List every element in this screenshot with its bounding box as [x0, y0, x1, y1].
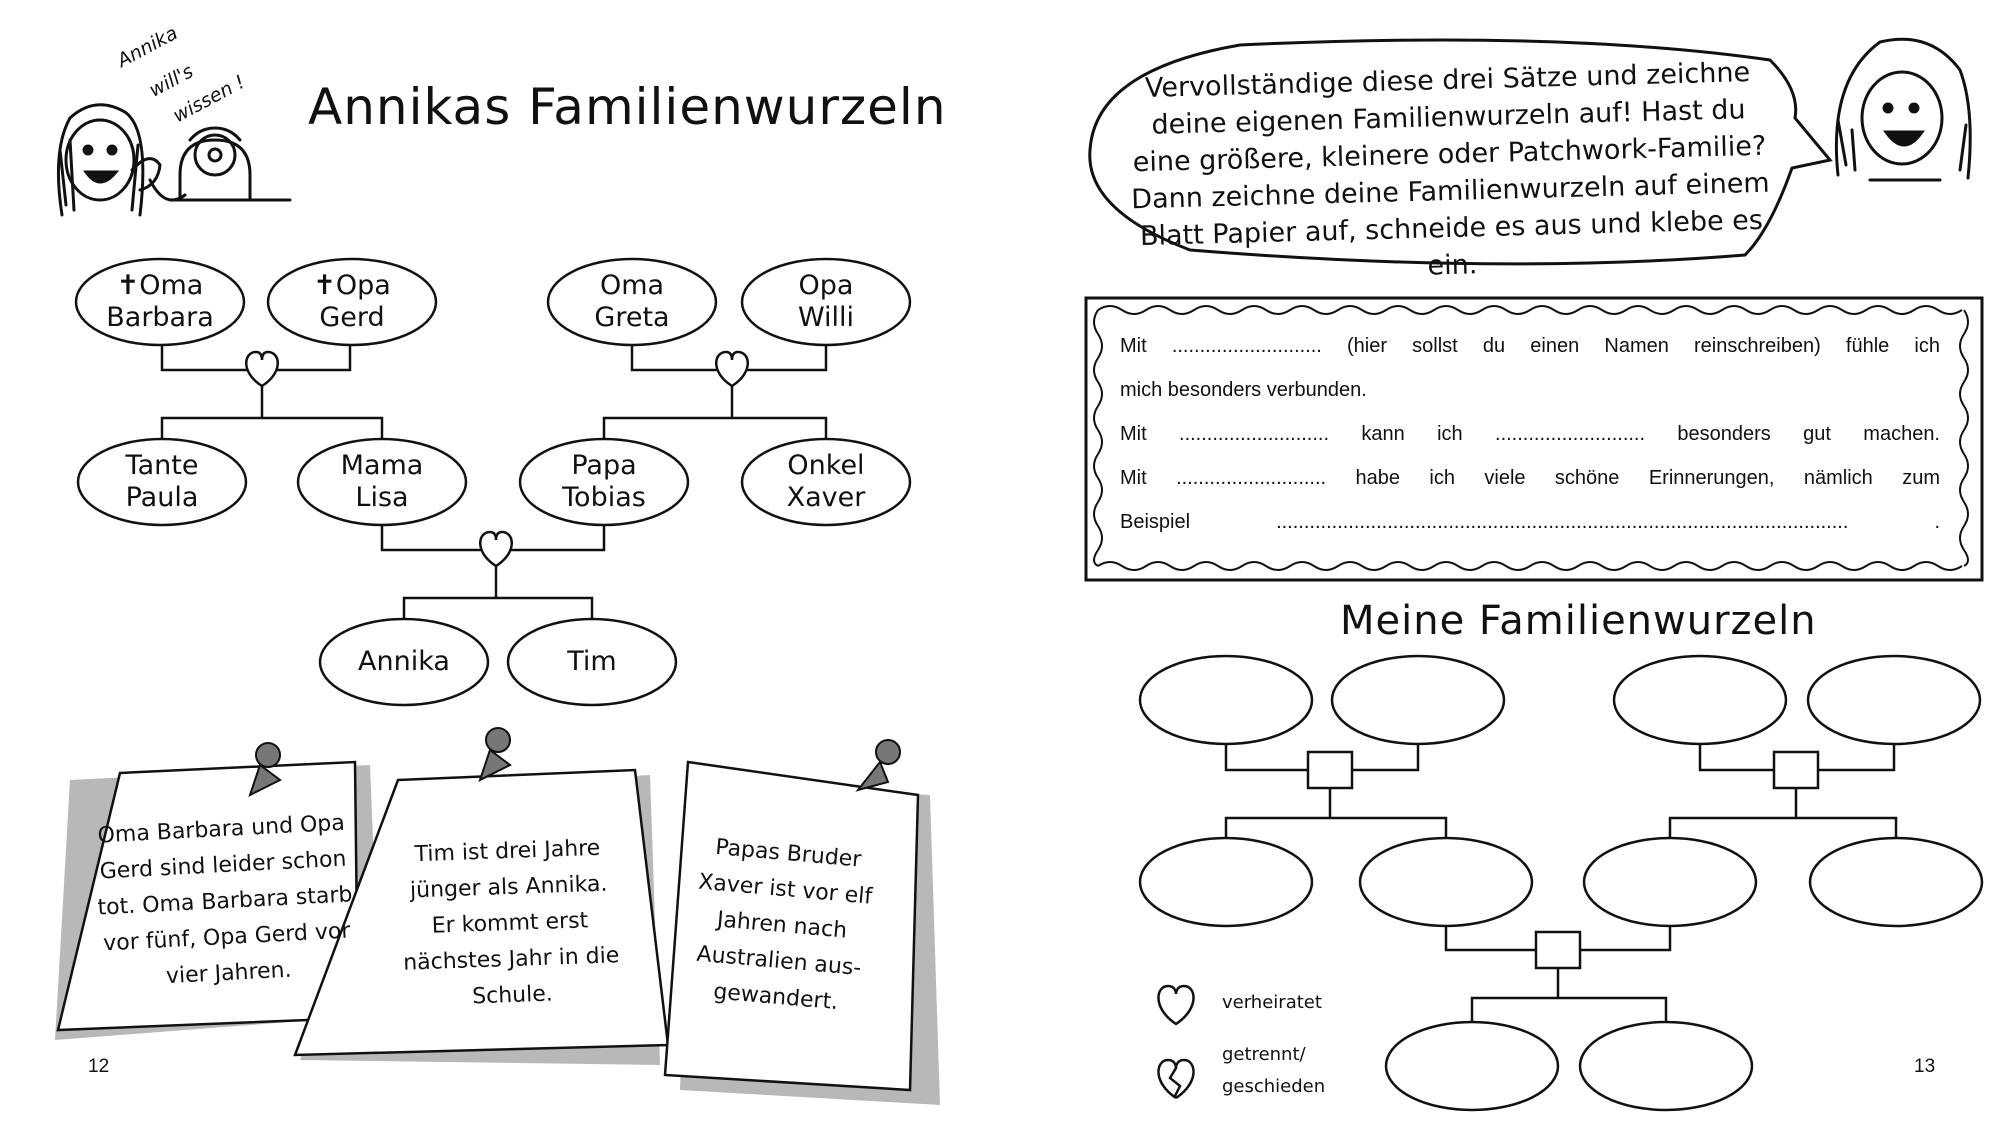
- pushpin-icon: [248, 727, 901, 797]
- sentence-line-1: Mit ........................... (hier so…: [1120, 335, 1940, 357]
- page-title: Annikas Familienwurzeln: [308, 78, 947, 136]
- legend-married: verheiratet: [1222, 992, 1322, 1013]
- oval-line: Tobias: [562, 482, 646, 513]
- broken-heart-icon: [1157, 1058, 1195, 1100]
- oval-line: Papa: [571, 450, 637, 481]
- sentence-line-3: Mit ........................... kann ich…: [1120, 423, 1940, 445]
- left-page: Annika will's wissen ! Annikas Familienw…: [55, 22, 947, 1105]
- page-number-left: 12: [88, 1056, 110, 1077]
- oval-line: Mama: [340, 450, 424, 481]
- speech-bubble: [1088, 38, 1833, 266]
- sentence-line-4: Mit ........................... habe ich…: [1120, 467, 1940, 489]
- heart-married-icon: [1157, 984, 1195, 1026]
- annika-phone-doodle-icon: [56, 103, 292, 217]
- oval-line: Paula: [125, 482, 199, 513]
- oval-line: ✝Oma: [116, 270, 204, 301]
- oval-tim: Tim: [567, 646, 617, 677]
- speech-bubble-text: Vervollständige diese drei Sätze und zei…: [1130, 57, 1771, 282]
- oval-annika: Annika: [358, 646, 450, 677]
- oval-line: Lisa: [355, 482, 409, 513]
- oval-line: Oma: [599, 270, 665, 301]
- oval-line: Greta: [594, 302, 670, 333]
- sentence-line-2: mich besonders verbunden.: [1120, 379, 1367, 401]
- legend-separated-line-2: geschieden: [1222, 1076, 1326, 1097]
- page-number-right: 13: [1914, 1056, 1936, 1077]
- oval-line: ✝Opa: [313, 270, 391, 301]
- pinned-notes-drawing: [55, 727, 940, 1105]
- heart-icon: [245, 350, 749, 568]
- section-title-meine-familienwurzeln: Meine Familienwurzeln: [1340, 598, 1817, 644]
- oval-line: Willi: [797, 302, 855, 333]
- oval-line: Gerd: [319, 302, 385, 333]
- oval-line: Opa: [798, 270, 854, 301]
- oval-line: Onkel: [787, 450, 865, 481]
- annika-face-icon: [1834, 37, 1972, 182]
- blank-family-tree: [1138, 654, 1984, 1112]
- oval-line: Xaver: [786, 482, 866, 513]
- oval-line: Barbara: [106, 302, 214, 333]
- legend-separated-line-1: getrennt/: [1222, 1044, 1306, 1065]
- oval-line: Tante: [125, 450, 199, 481]
- sentence-line-5: Beispiel ...............................…: [1120, 511, 1940, 533]
- family-tree-diagram: [74, 257, 912, 707]
